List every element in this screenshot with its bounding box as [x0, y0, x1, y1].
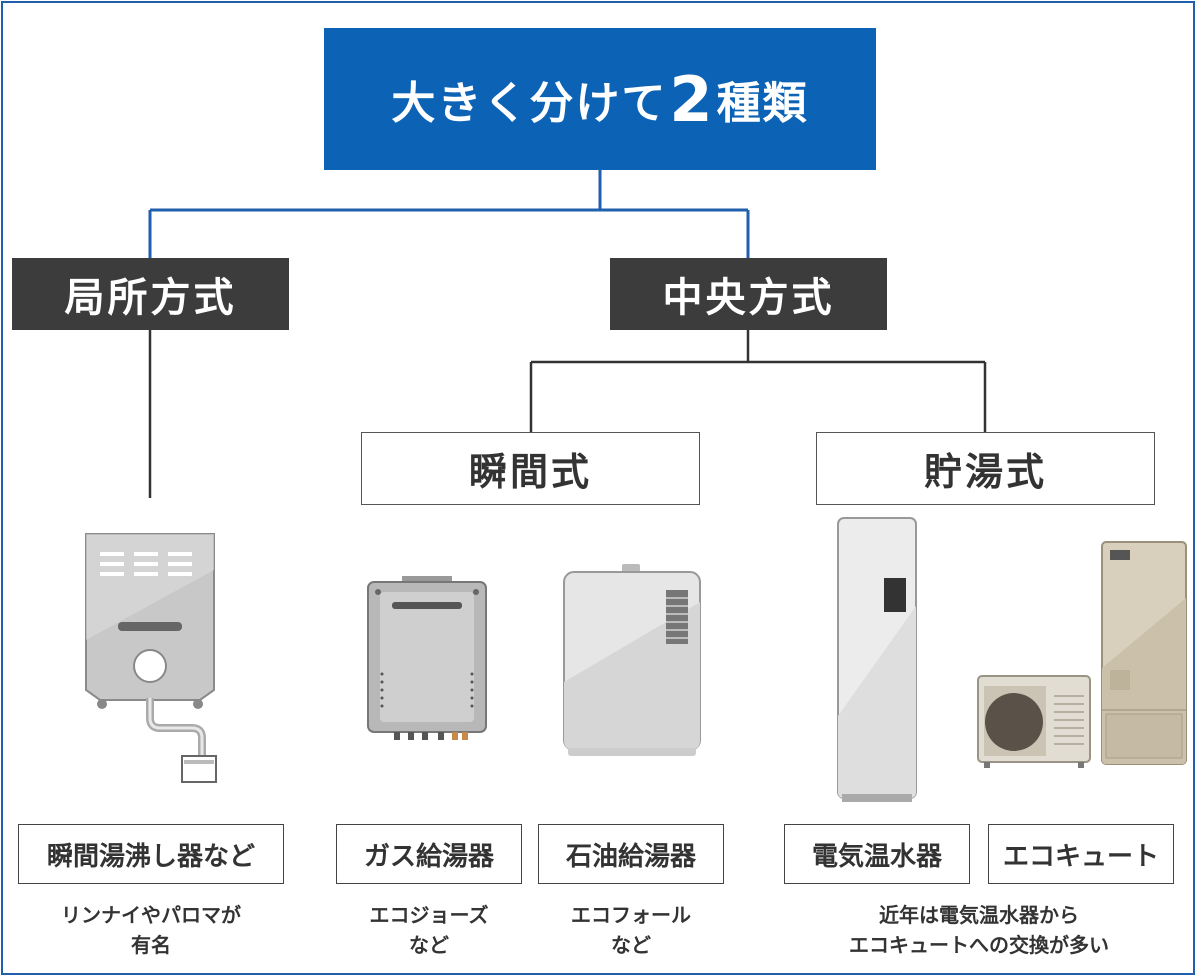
type-storage: 貯湯式	[816, 432, 1155, 505]
ecocute-tank-icon	[1101, 541, 1187, 765]
product-instant-boiler: 瞬間湯沸し器など	[18, 824, 284, 884]
note-gas: エコジョーズ など	[336, 900, 522, 960]
category-central: 中央方式	[610, 258, 887, 330]
instant-water-heater-icon	[85, 533, 217, 783]
product-electric: 電気温水器	[784, 824, 970, 884]
product-oil: 石油給湯器	[538, 824, 724, 884]
category-local: 局所方式	[12, 258, 289, 330]
gas-water-heater-icon	[367, 576, 487, 740]
product-ecocute: エコキュート	[988, 824, 1174, 884]
note-gas-line1: エコジョーズ	[369, 903, 489, 927]
note-storage-line2: エコキュートへの交換が多い	[849, 933, 1109, 957]
note-local-line2: 有名	[131, 933, 171, 957]
electric-water-heater-icon	[837, 517, 917, 802]
note-storage-line1: 近年は電気温水器から	[879, 903, 1079, 927]
note-local-line1: リンナイやパロマが	[61, 903, 241, 927]
ecocute-outdoor-unit-icon	[977, 675, 1091, 768]
product-gas: ガス給湯器	[336, 824, 522, 884]
note-oil: エコフォール など	[538, 900, 724, 960]
note-local: リンナイやパロマが 有名	[18, 900, 284, 960]
note-oil-line2: など	[611, 933, 651, 957]
oil-water-heater-icon	[563, 564, 701, 756]
title-pre: 大きく分けて	[391, 78, 668, 129]
note-gas-line2: など	[409, 933, 449, 957]
type-instant: 瞬間式	[361, 432, 700, 505]
title-post: 種類	[716, 78, 809, 129]
note-storage: 近年は電気温水器から エコキュートへの交換が多い	[784, 900, 1174, 960]
title-number: 2	[669, 62, 715, 136]
note-oil-line1: エコフォール	[571, 903, 691, 927]
